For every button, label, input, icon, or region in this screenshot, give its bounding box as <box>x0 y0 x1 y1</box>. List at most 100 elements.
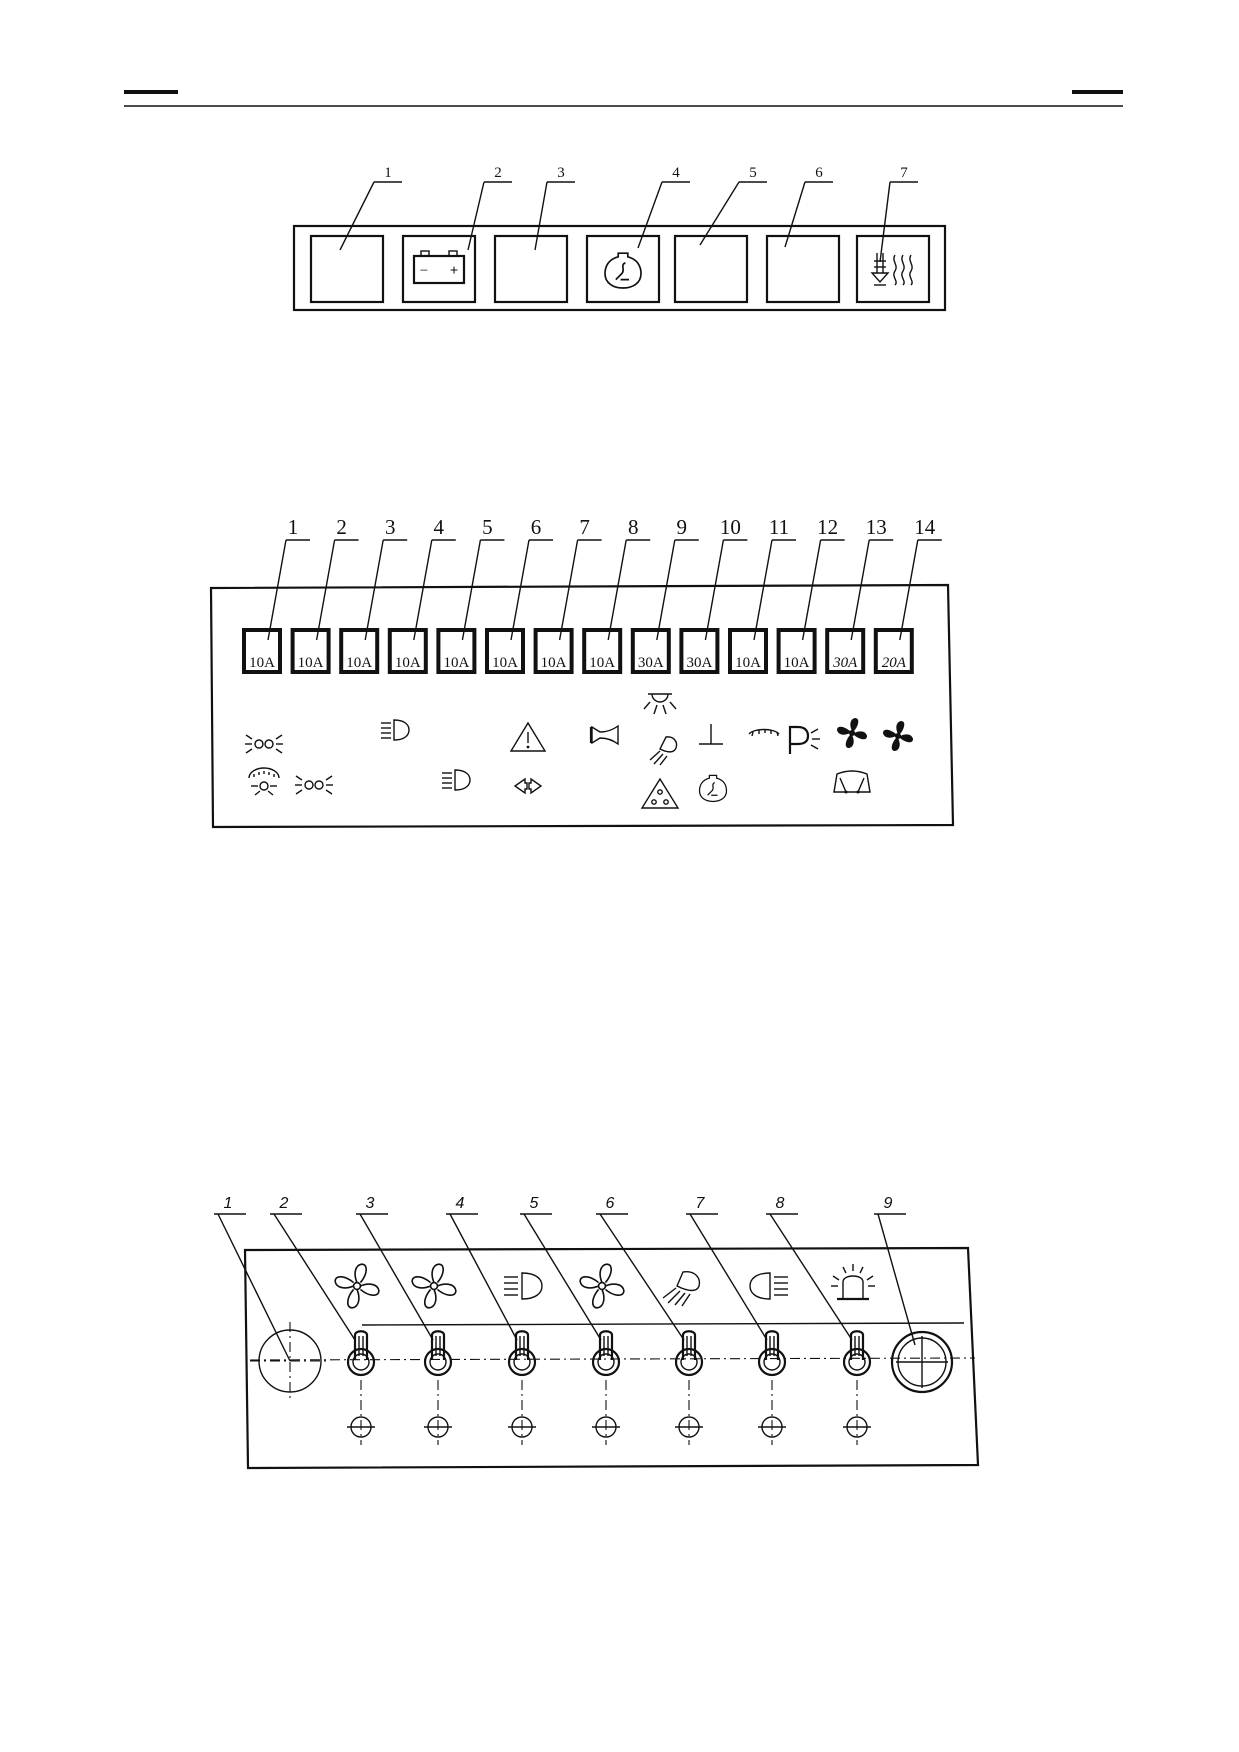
callout-number: 4 <box>434 515 445 539</box>
callout-number: 6 <box>606 1195 615 1212</box>
toggle-switch-7[interactable] <box>831 1264 875 1445</box>
mounting-hole <box>424 1380 452 1445</box>
callout-4: 4 <box>637 165 690 249</box>
trailer-warning-icon <box>640 777 680 809</box>
toggle-switch-3[interactable] <box>503 1272 543 1445</box>
fuse-rating: 10A <box>784 655 810 671</box>
fan-icon <box>411 1263 457 1309</box>
mounting-hole <box>758 1380 786 1445</box>
fuse-1: 10A <box>242 628 282 674</box>
callout-2: 2 <box>315 515 359 641</box>
mounting-hole <box>592 1380 620 1445</box>
turn-signal-icon <box>513 777 543 795</box>
fuse-13: 30A <box>825 628 866 674</box>
engine-oil-icon <box>604 252 642 289</box>
fuse-rating: 30A <box>832 655 858 671</box>
callout-number: 8 <box>628 515 639 539</box>
callout-1: 1 <box>267 515 310 641</box>
work-light-icon <box>649 736 678 766</box>
callout-number: 3 <box>366 1195 375 1212</box>
callout-3: 3 <box>356 1195 434 1341</box>
page-header <box>124 90 1123 107</box>
callout-number: 10 <box>720 515 741 539</box>
headlight-icon <box>503 1272 543 1300</box>
horn-icon <box>589 724 619 746</box>
callout-11: 11 <box>753 515 796 641</box>
callout-number: 7 <box>579 515 590 539</box>
callout-5: 5 <box>699 165 767 246</box>
fuse-4: 10A <box>387 628 428 674</box>
toggle-switch-4[interactable] <box>579 1263 625 1445</box>
fuse-rating: 10A <box>249 655 275 671</box>
fuse-rating: 10A <box>346 655 372 671</box>
fuse-rating: 10A <box>541 655 567 671</box>
callout-number: 5 <box>530 1195 539 1212</box>
hazard-warning-icon <box>510 722 546 752</box>
callout-13: 13 <box>850 515 894 641</box>
callout-number: 6 <box>815 165 823 181</box>
fuse-rating: 30A <box>638 655 664 671</box>
callout-9: 9 <box>874 1195 916 1346</box>
callout-number: 12 <box>817 515 838 539</box>
lamp-cell <box>585 234 661 304</box>
callout-number: 9 <box>884 1195 893 1212</box>
mounting-hole <box>347 1380 375 1445</box>
callout-8: 8 <box>766 1195 853 1341</box>
callout-7: 7 <box>686 1195 768 1341</box>
callout-2: 2 <box>467 165 512 251</box>
fuse-rating: 10A <box>298 655 324 671</box>
headlight-icon <box>380 719 410 741</box>
callout-6: 6 <box>596 1195 685 1341</box>
callout-3: 3 <box>534 165 575 251</box>
battery-plus-label: + <box>450 263 459 279</box>
fuse-rating: 10A <box>735 655 761 671</box>
work-light-icon <box>662 1271 701 1307</box>
fan-icon <box>883 721 913 751</box>
callout-number: 2 <box>279 1195 289 1212</box>
battery-minus-label: − <box>420 263 428 279</box>
fuse-rating: 30A <box>686 655 712 671</box>
fuse-10: 30A <box>679 628 720 674</box>
lamp-cell: −+ <box>401 234 477 304</box>
callout-5: 5 <box>520 1195 602 1341</box>
callout-number: 1 <box>384 165 392 181</box>
mounting-hole <box>508 1380 536 1445</box>
callout-number: 7 <box>696 1195 706 1212</box>
fuse-7: 10A <box>533 628 574 674</box>
callout-8: 8 <box>607 515 651 641</box>
callout-2: 2 <box>270 1195 356 1341</box>
toggle-switch-1[interactable] <box>334 1263 380 1445</box>
headlight-icon <box>441 769 471 791</box>
ignition-lamp-right <box>890 1330 954 1394</box>
lamp-cell-blank <box>493 234 569 304</box>
fuse-symbols <box>244 693 913 809</box>
callout-number: 6 <box>531 515 542 539</box>
side-lights-icon <box>244 734 284 754</box>
callout-6: 6 <box>784 165 833 248</box>
callout-number: 4 <box>672 165 680 181</box>
toggle-switch-5[interactable] <box>662 1271 704 1445</box>
callout-number: 7 <box>900 165 908 181</box>
lamp-cell-blank <box>765 234 841 304</box>
beacon-icon <box>831 1264 875 1301</box>
fuse-rating: 10A <box>589 655 615 671</box>
callout-4: 4 <box>413 515 456 641</box>
toggle-switch-6[interactable] <box>749 1272 789 1445</box>
side-lights-icon <box>294 775 334 795</box>
fuse-11: 10A <box>728 628 768 674</box>
callout-3: 3 <box>364 515 408 641</box>
callout-5: 5 <box>461 515 505 641</box>
fuse-rating: 20A <box>882 655 907 671</box>
lamp-cell-blank <box>673 234 749 304</box>
windscreen-wiper-icon <box>833 770 871 794</box>
callout-number: 9 <box>677 515 688 539</box>
toggle-switch-2[interactable] <box>411 1263 457 1445</box>
callout-number: 8 <box>776 1195 785 1212</box>
callout-number: 2 <box>494 165 502 181</box>
callout-9: 9 <box>656 515 699 641</box>
instrument-light-icon <box>248 767 280 796</box>
lamp-cell <box>855 234 931 304</box>
callout-7: 7 <box>879 165 918 263</box>
